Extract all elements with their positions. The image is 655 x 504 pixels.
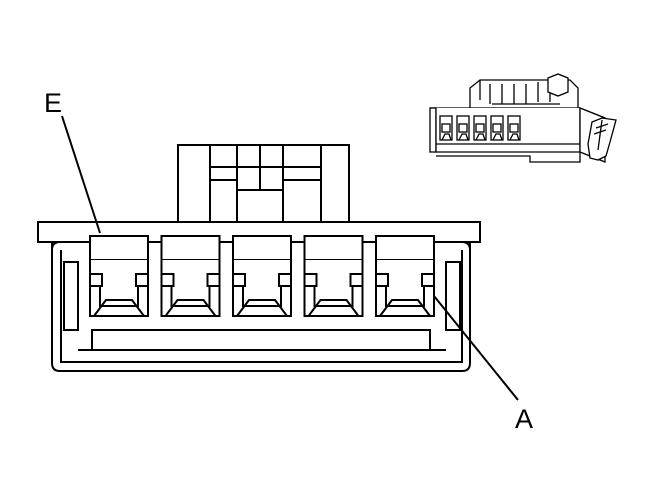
terminal-cavity [232, 235, 292, 317]
terminal-cavity [303, 235, 364, 317]
connector-iso-view [429, 73, 617, 163]
connector-latch [177, 144, 350, 224]
iso-cavity [456, 115, 470, 141]
terminal-cavity [160, 235, 221, 317]
label-e: E [44, 88, 62, 118]
iso-cavity [473, 115, 487, 141]
terminal-cavities [89, 235, 435, 317]
label-a: A [515, 404, 533, 434]
leader-line-e [61, 115, 101, 234]
terminal-cavity [89, 235, 149, 317]
iso-cavity [507, 115, 521, 141]
terminal-cavity [375, 235, 435, 317]
leader-line-a [433, 295, 519, 401]
iso-cavity [439, 115, 453, 141]
iso-cavity [490, 115, 504, 141]
